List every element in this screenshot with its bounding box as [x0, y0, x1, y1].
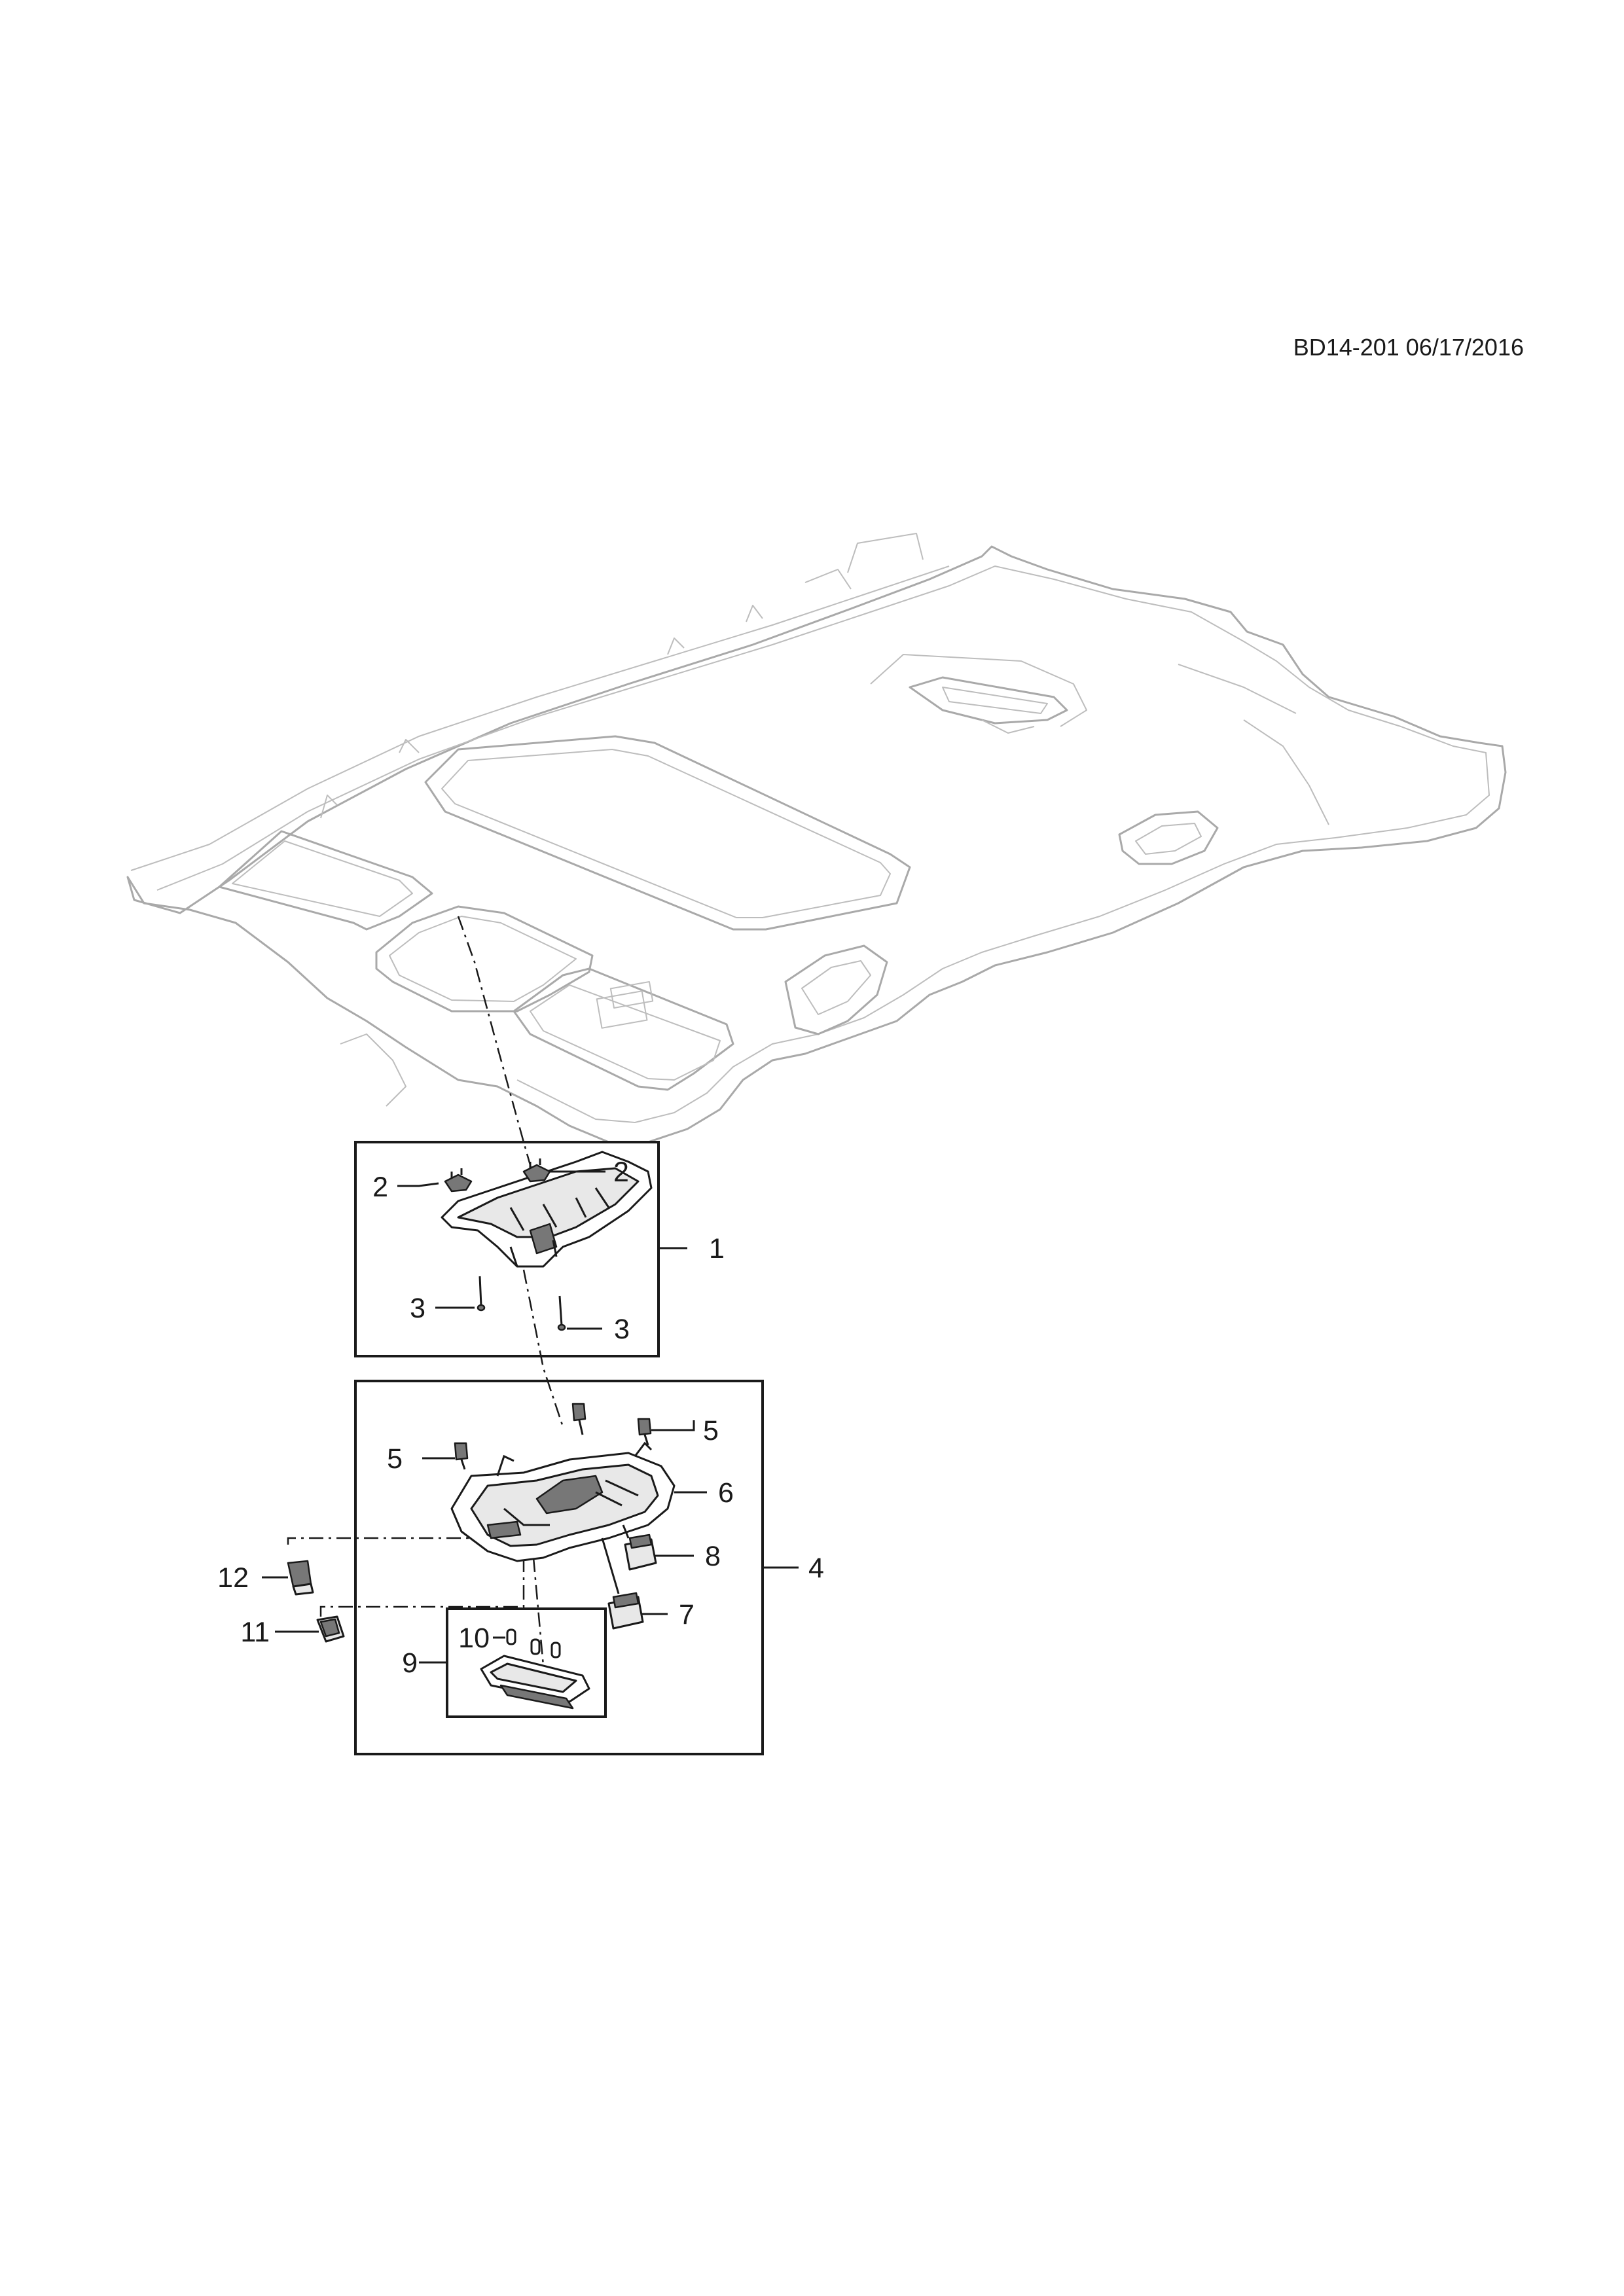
leader-lens-9	[532, 1557, 545, 1666]
left-visor-recess	[218, 830, 433, 931]
callout-8: 8	[705, 1541, 721, 1572]
callout-10: 10	[458, 1623, 490, 1654]
callout-4: 4	[808, 1552, 824, 1584]
overhead-console-assembly	[450, 1441, 676, 1562]
switch-8	[622, 1524, 657, 1571]
headliner-outline	[126, 545, 1507, 1143]
right-grab-handle-recess	[1118, 810, 1219, 865]
lens-9	[480, 1655, 590, 1710]
callout-12: 12	[217, 1562, 249, 1594]
callout-1: 1	[709, 1233, 725, 1265]
headliner-illustration	[126, 533, 1507, 1143]
console-mounting-bracket	[441, 1151, 653, 1268]
leader-switch-12	[287, 1537, 504, 1545]
drawing-reference: BD14-201 06/17/2016	[1293, 334, 1524, 361]
sunroof-opening	[424, 735, 911, 931]
callout-3-left: 3	[410, 1293, 425, 1324]
callout-2-left: 2	[372, 1172, 388, 1203]
screw-3-left	[477, 1276, 486, 1312]
headliner-front-strip	[130, 565, 950, 871]
switch-7	[601, 1537, 644, 1630]
clip-2-right	[522, 1158, 551, 1183]
switch-12	[287, 1560, 314, 1596]
clip-5-right	[637, 1418, 652, 1446]
leader-switch-11	[319, 1558, 525, 1617]
clip-2-left	[444, 1168, 473, 1193]
callout-5-right: 5	[703, 1415, 719, 1446]
rear-dome-lamp-opening	[909, 676, 1068, 725]
callout-5-left: 5	[387, 1443, 403, 1475]
clip-5-center	[571, 1403, 586, 1435]
callout-3-right: 3	[614, 1314, 630, 1345]
screw-3-right	[557, 1295, 566, 1331]
callout-11: 11	[240, 1617, 270, 1648]
callout-7: 7	[679, 1599, 695, 1630]
clip-5-left	[454, 1442, 469, 1470]
overhead-console-opening	[375, 905, 594, 1013]
left-grab-handle-recess	[784, 944, 888, 1035]
callout-6: 6	[718, 1477, 734, 1509]
callout-9: 9	[402, 1647, 418, 1679]
switch-11	[316, 1615, 345, 1643]
callout-2-right: 2	[613, 1157, 629, 1188]
bulbs-10	[506, 1628, 561, 1659]
headliner-inner-edge	[156, 565, 1490, 1123]
leader-bracket-to-console	[522, 1269, 564, 1427]
